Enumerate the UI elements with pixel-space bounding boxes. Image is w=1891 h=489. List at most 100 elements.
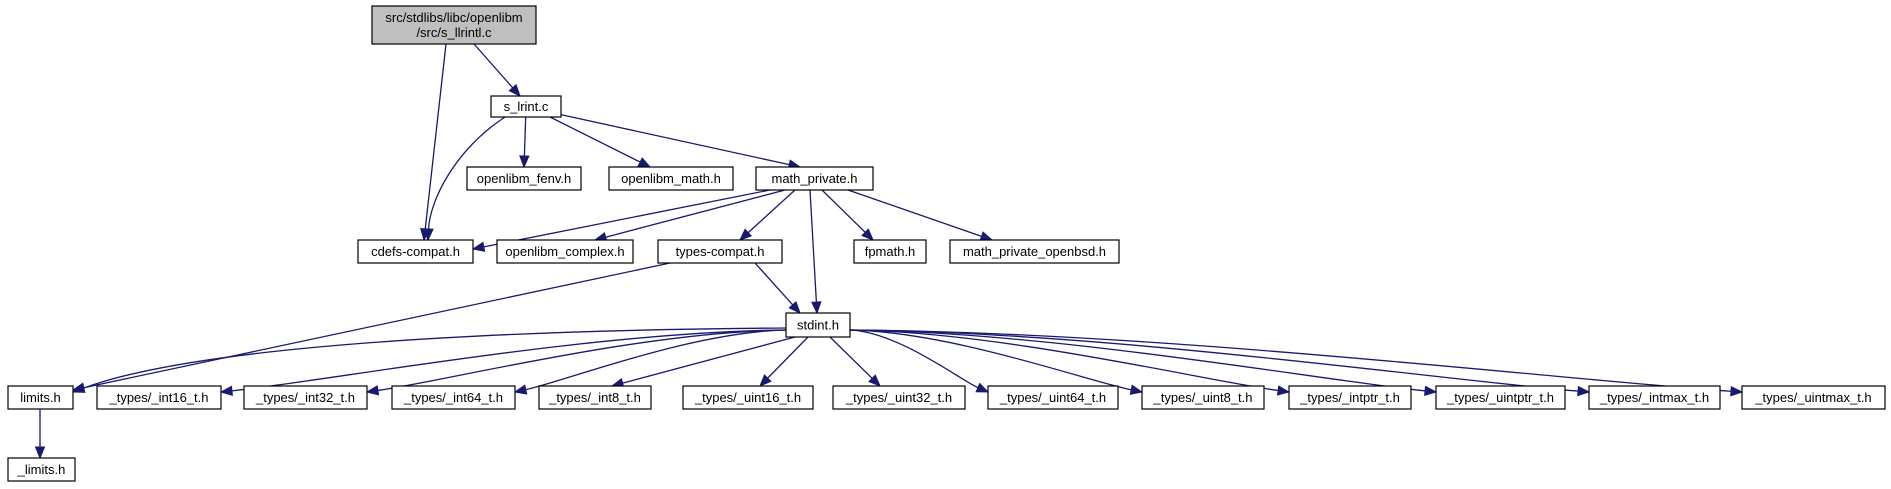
node-box[interactable] [243,385,368,410]
node-box[interactable] [1288,385,1412,410]
node-openlibm-math-h[interactable]: openlibm_math.h [608,166,734,191]
node-cdefs-compat-h[interactable]: cdefs-compat.h [357,239,474,264]
edge-line [231,329,787,392]
node-label: _types/_uint32_t.h [845,390,952,405]
edge-stdint-to-intptr [849,329,1291,396]
node-box[interactable] [496,239,634,264]
edge-stdint-to-uint32 [829,336,881,387]
edge-line [622,336,796,384]
edge-line [427,116,506,230]
arrowhead [1730,385,1744,397]
node-openlibm-fenv-h[interactable]: openlibm_fenv.h [466,166,582,191]
node-box[interactable] [608,166,734,191]
node-box[interactable] [785,312,851,338]
node-box[interactable] [371,5,537,45]
node-types-int8-t-h[interactable]: _types/_int8_t.h [538,385,652,410]
edge-stdint-to-uintmax [849,329,1744,397]
node-s-lrint-c[interactable]: s_lrint.c [490,95,562,118]
node-limits-h[interactable]: _limits.h [7,457,76,482]
node-label: _types/_int64_t.h [403,390,503,405]
node-types-compat-h[interactable]: types-compat.h [657,239,783,264]
node-box[interactable] [1741,385,1886,410]
node-limits-h[interactable]: limits.h [7,385,74,410]
node-math-private-h[interactable]: math_private.h [755,166,874,191]
edge-math-private-to-stdint [809,189,822,315]
node-types-intptr-t-h[interactable]: _types/_intptr_t.h [1288,385,1412,410]
edge-line [829,336,873,379]
edge-line [525,329,787,391]
node-label: _types/_intmax_t.h [1599,390,1709,405]
node-label: math_private_openbsd.h [963,244,1106,259]
node-box[interactable] [949,239,1120,264]
edge-stdint-to-uintptr [849,329,1438,397]
node-stdint-h[interactable]: stdint.h [785,312,851,338]
edge-line [767,336,809,379]
edge-stdint-to-int16 [219,329,787,397]
node-label: math_private.h [772,171,858,186]
node-label: openlibm_math.h [621,171,721,186]
node-types-uint8-t-h[interactable]: _types/_uint8_t.h [1141,385,1265,410]
node-label: cdefs-compat.h [371,244,460,259]
node-box[interactable] [391,385,516,410]
node-label: _types/_int8_t.h [548,390,641,405]
node-box[interactable] [657,239,783,264]
node-box[interactable] [96,385,222,410]
node-label: _types/_uint64_t.h [999,390,1106,405]
node-types-int32-t-h[interactable]: _types/_int32_t.h [243,385,368,410]
node-box[interactable] [1435,385,1566,410]
node-types-int64-t-h[interactable]: _types/_int64_t.h [391,385,516,410]
edge-stdint-to-int64 [513,329,787,395]
node-label: _types/_uint16_t.h [694,390,801,405]
edge-line [809,189,818,303]
edge-line [849,329,1579,392]
edge-stdint-to-uint64 [849,329,990,393]
arrowhead [979,231,994,242]
node-box[interactable] [466,166,582,191]
node-box[interactable] [853,239,927,264]
edge-line [483,189,771,248]
node-box[interactable] [987,385,1119,410]
node-openlibm-complex-h[interactable]: openlibm_complex.h [496,239,634,264]
arrowhead [471,241,486,252]
node-math-private-openbsd-h[interactable]: math_private_openbsd.h [949,239,1120,264]
node-box[interactable] [7,385,74,410]
node-box[interactable] [538,385,652,410]
node-box[interactable] [755,166,874,191]
edge-stdint-to-uint16 [759,336,809,387]
node-src-stdlibs-libc-openlibm-src-s-llrintl-c[interactable]: src/stdlibs/libc/openlibm/src/s_llrintl.… [371,5,537,45]
node-label: _limits.h [17,462,66,477]
edge-root-to-s-lrint [473,43,521,97]
edge-stdint-to-intmax [849,329,1591,397]
arrowhead [739,228,753,241]
node-types-uint32-t-h[interactable]: _types/_uint32_t.h [832,385,966,410]
node-types-intmax-t-h[interactable]: _types/_intmax_t.h [1588,385,1721,410]
node-types-int16-t-h[interactable]: _types/_int16_t.h [96,385,222,410]
node-types-uint64-t-h[interactable]: _types/_uint64_t.h [987,385,1119,410]
node-label: _types/_int16_t.h [108,390,208,405]
node-box[interactable] [357,239,474,264]
arrowhead [508,83,521,97]
node-box[interactable] [682,385,814,410]
arrowhead [637,157,652,168]
edge-line [424,43,447,230]
node-box[interactable] [1141,385,1265,410]
edge-s-lrint-to-openlibm-math [549,116,652,168]
node-label: _types/_int32_t.h [255,390,355,405]
node-box[interactable] [7,457,76,482]
node-box[interactable] [1588,385,1721,410]
node-box[interactable] [490,95,562,118]
node-fpmath-h[interactable]: fpmath.h [853,239,927,264]
node-box[interactable] [832,385,966,410]
edge-line [557,113,790,166]
node-types-uintptr-t-h[interactable]: _types/_uintptr_t.h [1435,385,1566,410]
node-types-uint16-t-h[interactable]: _types/_uint16_t.h [682,385,814,410]
arrowhead [788,300,801,314]
node-label: _types/_intptr_t.h [1299,390,1400,405]
edge-line [847,189,982,238]
edge-math-private-to-types-compat [739,189,796,241]
node-label: _types/_uint8_t.h [1152,390,1252,405]
node-types-uintmax-t-h[interactable]: _types/_uintmax_t.h [1741,385,1886,410]
arrowhead [861,228,874,241]
edge-line [473,43,514,89]
